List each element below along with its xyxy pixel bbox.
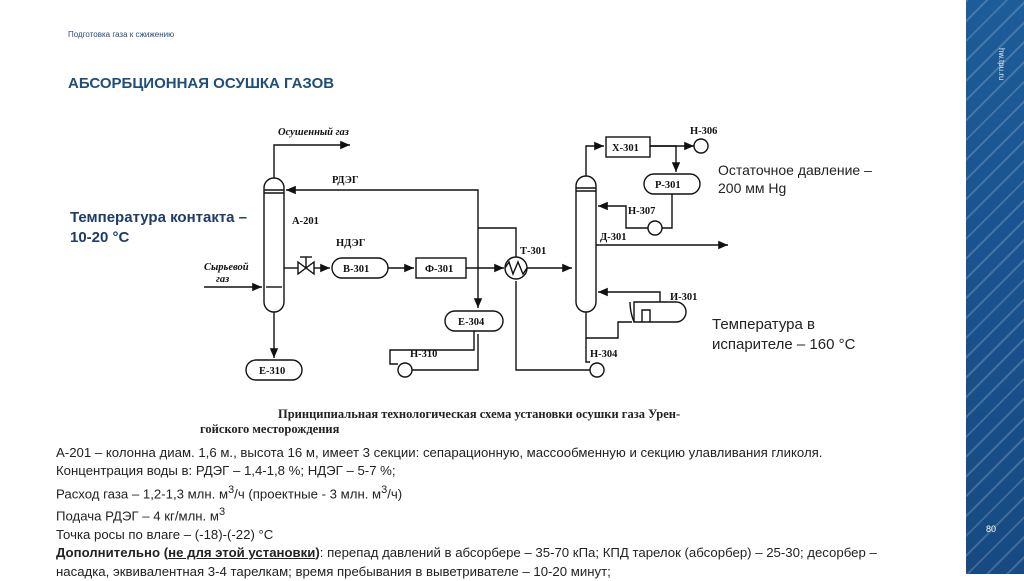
evaporator-i301 — [633, 301, 687, 323]
label-i301: И-301 — [670, 292, 697, 303]
description-line-1: А-201 – колонна диам. 1,6 м., высота 16 … — [56, 445, 823, 460]
description-line-6: Дополнительно (не для этой установки): п… — [56, 545, 877, 561]
label-n307: Н-307 — [628, 206, 655, 217]
diagram-caption: Принципиальная технологическая схема уст… — [200, 407, 760, 437]
side-panel-pattern — [966, 0, 1024, 574]
note-evaporator-temperature: Температура в испарителе – 160 °C — [712, 316, 856, 353]
pump-n307 — [647, 220, 663, 236]
label-e310: Е-310 — [259, 366, 285, 377]
desorber-overhead-line — [585, 141, 604, 176]
label-raw-gas-2: газ — [216, 274, 229, 285]
label-raw-gas-1: Сырьевой — [204, 262, 249, 273]
dried-gas-line — [273, 140, 350, 178]
description-line-5: Точка росы по влаге – (-18)-(-22) °C — [56, 526, 274, 542]
label-f301: Ф-301 — [425, 264, 453, 275]
note-residual-pressure: Остаточное давление – 200 мм Hg — [718, 162, 872, 196]
label-d301: Д-301 — [600, 232, 626, 243]
description-line-3: Расход газа – 1,2-1,3 млн. м3/ч (проектн… — [56, 483, 403, 501]
label-dried-gas: Осушенный газ — [278, 127, 349, 138]
label-n306: Н-306 — [690, 126, 717, 137]
description-block: А-201 – колонна диам. 1,6 м., высота 16 … — [56, 444, 966, 581]
desorber-column-d301 — [575, 175, 597, 313]
page-number: 80 — [986, 524, 997, 534]
description-line-7: насадка, эквивалентная 3-4 тарелкам; вре… — [56, 563, 611, 579]
caption-line-1: Принципиальная технологическая схема уст… — [278, 407, 681, 421]
label-t301: Т-301 — [520, 246, 546, 257]
label-ndeg: НДЭГ — [336, 238, 366, 249]
section-header: Подготовка газа к сжижению — [68, 30, 175, 39]
description-line-2: Концентрация воды в: РДЭГ – 1,4-1,8 %; Н… — [56, 463, 396, 479]
description-line-4: Подача РДЭГ – 4 кг/млн. м3 — [56, 506, 226, 524]
label-x301: Х-301 — [612, 143, 639, 154]
label-n310: Н-310 — [410, 349, 437, 360]
note-contact-temperature: Температура контакта – 10-20 °C — [70, 209, 248, 246]
label-rdeg: РДЭГ — [332, 175, 359, 186]
label-v301: В-301 — [343, 264, 369, 275]
pump-n310 — [397, 362, 413, 378]
site-label: hw.tpu.ru — [997, 48, 1006, 81]
label-n304: Н-304 — [590, 349, 618, 360]
vessel-e310 — [245, 359, 303, 381]
condenser-x301 — [605, 136, 651, 158]
label-e304: Е-304 — [458, 317, 485, 328]
label-a201: А-201 — [292, 216, 319, 227]
page-title: АБСОРБЦИОННАЯ ОСУШКА ГАЗОВ — [68, 75, 335, 92]
rdeg-return-line — [286, 185, 479, 228]
absorber-column-a201 — [263, 177, 285, 313]
vacuum-pump-n306 — [693, 138, 709, 154]
caption-line-2: гойского месторождения — [200, 422, 340, 436]
label-p301: Р-301 — [655, 180, 681, 191]
pump-n304 — [589, 362, 605, 378]
side-panel — [966, 0, 1024, 574]
